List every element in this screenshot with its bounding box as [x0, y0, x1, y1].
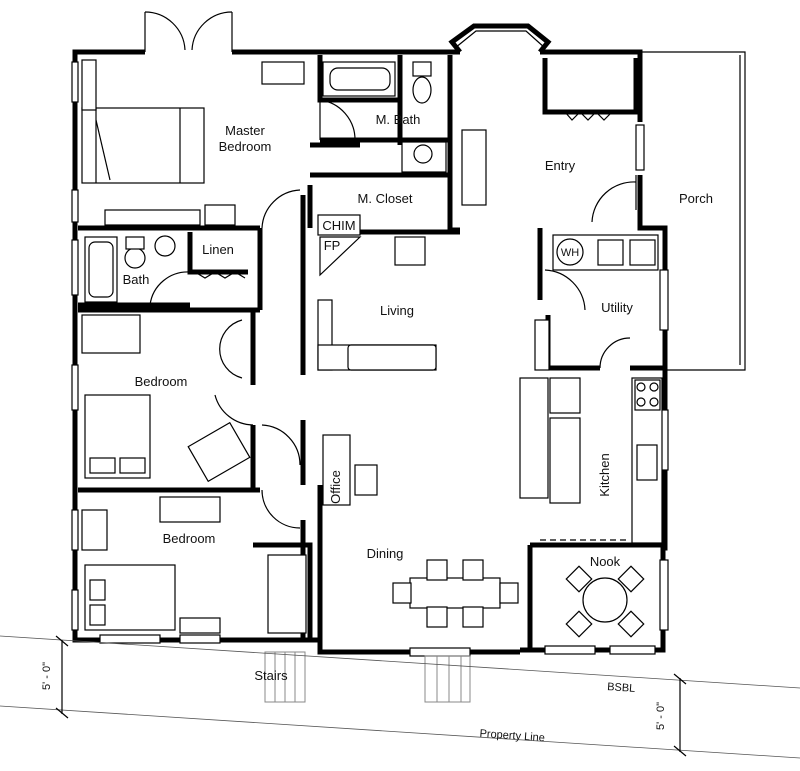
label-bedroom-lower: Bedroom [163, 531, 216, 546]
furniture [81, 59, 663, 638]
label-living: Living [380, 303, 414, 318]
interior-walls [78, 55, 663, 650]
label-nook: Nook [590, 554, 621, 569]
label-master-bath: M. Bath [376, 112, 421, 127]
site-labels: 5' - 0" 5' - 0" BSBL Property Line [41, 662, 667, 744]
label-linen: Linen [202, 242, 234, 257]
label-kitchen: Kitchen [597, 453, 612, 496]
doors [144, 11, 637, 529]
porch [640, 51, 746, 371]
label-entry: Entry [545, 158, 576, 173]
label-master-bedroom-1: Master [225, 123, 265, 138]
label-bsbl: BSBL [607, 681, 636, 695]
label-bath: Bath [123, 272, 150, 287]
label-setback-left: 5' - 0" [41, 662, 53, 690]
label-setback-right: 5' - 0" [655, 702, 667, 730]
label-master-bedroom-2: Bedroom [219, 139, 272, 154]
label-utility: Utility [601, 300, 633, 315]
label-master-closet: M. Closet [358, 191, 413, 206]
label-office: Office [328, 470, 343, 504]
label-bedroom-upper: Bedroom [135, 374, 188, 389]
label-porch: Porch [679, 191, 713, 206]
room-labels: Master Bedroom M. Bath M. Closet Entry P… [123, 112, 713, 683]
label-chimney: CHIM [322, 218, 355, 233]
windows [71, 61, 669, 657]
label-property-line: Property Line [479, 728, 545, 745]
site-lines [0, 635, 800, 759]
label-stairs: Stairs [254, 668, 288, 683]
label-fireplace: FP [324, 238, 341, 253]
stairs [264, 651, 471, 703]
label-dining: Dining [367, 546, 404, 561]
label-water-heater: WH [561, 247, 579, 259]
